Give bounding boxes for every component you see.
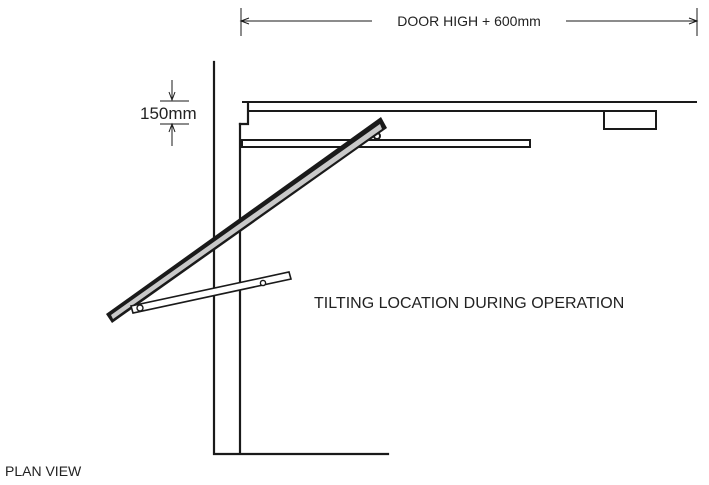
lifting-arm-bar <box>129 271 293 314</box>
arm-upper-pivot-pin <box>259 279 267 287</box>
clearance-bottom-arrow <box>168 122 176 133</box>
tilting-door-panel <box>106 117 387 323</box>
door-frame <box>212 60 390 456</box>
clearance-top-arrow <box>168 91 176 102</box>
jamb-header-corner <box>238 101 250 126</box>
overall-dimension-label: DOOR HIGH + 600mm <box>397 13 541 29</box>
lifting-arm <box>129 271 293 314</box>
overhead-track <box>241 101 697 148</box>
operator-motor-box <box>603 110 657 130</box>
clearance-unit: mm <box>168 104 196 123</box>
dimension-left-arrow <box>239 17 250 25</box>
clearance-value: 150 <box>140 104 168 123</box>
overall-dimension <box>239 8 699 36</box>
operation-note: TILTING LOCATION DURING OPERATION <box>314 295 624 312</box>
dimension-right-arrow <box>688 17 699 25</box>
horizontal-rail <box>241 139 531 148</box>
door-panel-core <box>111 124 382 319</box>
view-name-label: PLAN VIEW <box>5 463 82 479</box>
arm-lower-pivot-pin <box>136 304 144 312</box>
clearance-value-label: 150mm <box>140 104 197 123</box>
clearance-dimension <box>160 80 189 146</box>
